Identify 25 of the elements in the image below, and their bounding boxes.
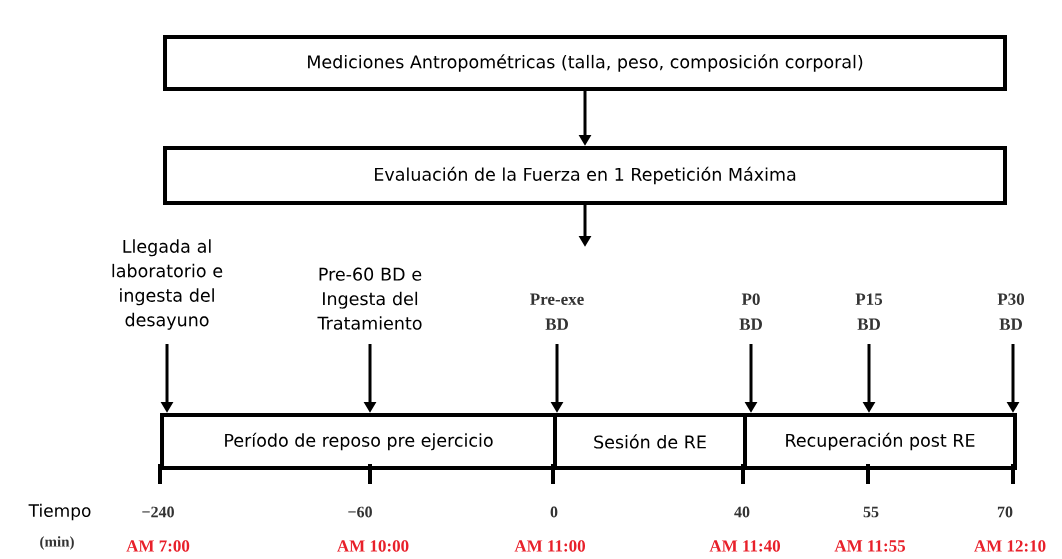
tick-label: 0 xyxy=(550,506,558,518)
timeline-segment: Sesión de RE xyxy=(553,413,747,470)
event-label: Llegada al laboratorio e ingesta del desayuno xyxy=(112,239,223,330)
event-label: P0 BD xyxy=(739,293,762,330)
timeline-segment: Recuperación post RE xyxy=(743,413,1017,470)
clock-time: AM 11:55 xyxy=(834,540,906,552)
timeline-segment: Período de reposo pre ejercicio xyxy=(160,413,557,470)
event-label: P30 BD xyxy=(997,293,1025,330)
process-box: Mediciones Antropométricas (talla, peso, composición corporal) xyxy=(163,35,1007,91)
tick-label: −60 xyxy=(348,506,372,518)
clock-time: AM 12:10 xyxy=(974,540,1046,552)
clock-time: AM 11:00 xyxy=(514,540,585,552)
tick-label: 55 xyxy=(863,506,879,518)
tick-label: 70 xyxy=(997,506,1013,518)
tick-label: 40 xyxy=(734,506,750,518)
clock-time: AM 10:00 xyxy=(337,540,409,552)
axis-title: Tiempo xyxy=(28,503,91,521)
tick-label: −240 xyxy=(142,506,174,518)
process-box: Evaluación de la Fuerza en 1 Repetición Máxima xyxy=(163,146,1007,205)
event-label: Pre-60 BD e Ingesta del Tratamiento xyxy=(317,267,422,330)
clock-time: AM 7:00 xyxy=(126,540,190,552)
clock-time: AM 11:40 xyxy=(709,540,780,552)
event-label: Pre-exe BD xyxy=(530,293,584,330)
event-label: P15 BD xyxy=(855,293,883,330)
unit-label: (min) xyxy=(40,536,74,550)
